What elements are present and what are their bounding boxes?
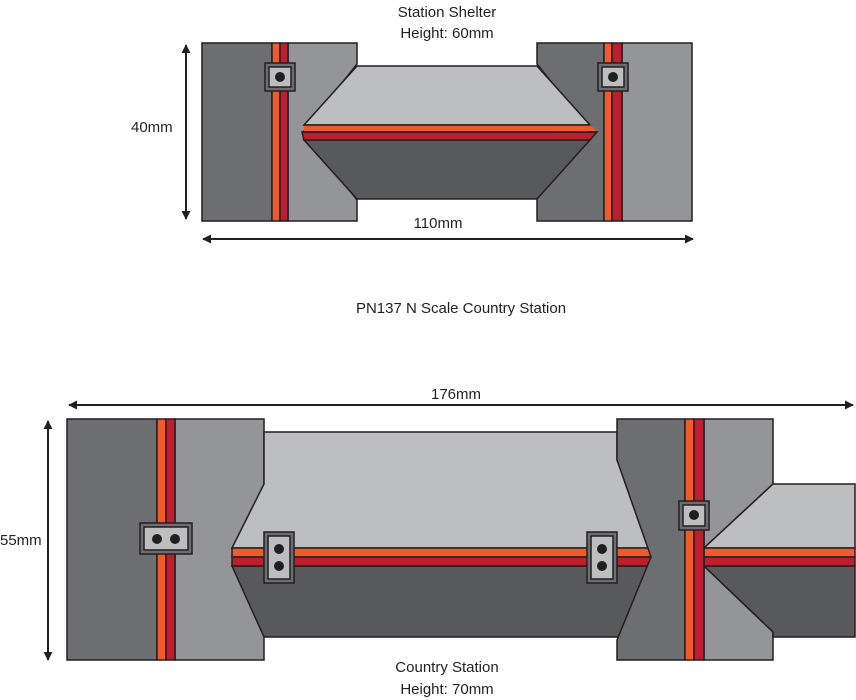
station-left-lamp-icon [139,522,193,555]
station-name-label: Country Station [395,659,498,676]
station-chimney-left-icon [263,531,295,584]
shelter-right-stripe-red [611,42,623,222]
shelter-dimensions [181,44,694,244]
shelter-right-wall-light [621,42,693,222]
annex-ridge-orange [703,547,856,558]
shelter-ridge-red [301,131,599,141]
station-chimney-right-icon [586,531,618,584]
shelter-name-label: Station Shelter [398,4,496,21]
station-dimensions [43,400,854,661]
shelter-plan [201,42,693,222]
shelter-width-label: 110mm [414,215,463,232]
station-height-label: Height: 70mm [400,681,493,698]
station-roof-upper [230,431,653,549]
page-title: PN137 N Scale Country Station [356,300,566,317]
station-plan [66,418,856,661]
shelter-left-wall-dark [201,42,273,222]
shelter-depth-label: 40mm [131,119,173,136]
shelter-height-label: Height: 60mm [400,25,493,42]
shelter-left-lamp-icon [264,62,296,92]
station-width-label: 176mm [431,386,481,403]
annex-ridge-red [703,556,856,567]
shelter-right-lamp-icon [597,62,629,92]
shelter-ridge-orange [304,125,597,133]
station-right-stripe-red [693,418,705,661]
station-depth-label: 55mm [0,532,42,549]
shelter-left-stripe-red [279,42,289,222]
station-right-stripe-orange [684,418,695,661]
station-right-lamp-icon [678,500,710,531]
